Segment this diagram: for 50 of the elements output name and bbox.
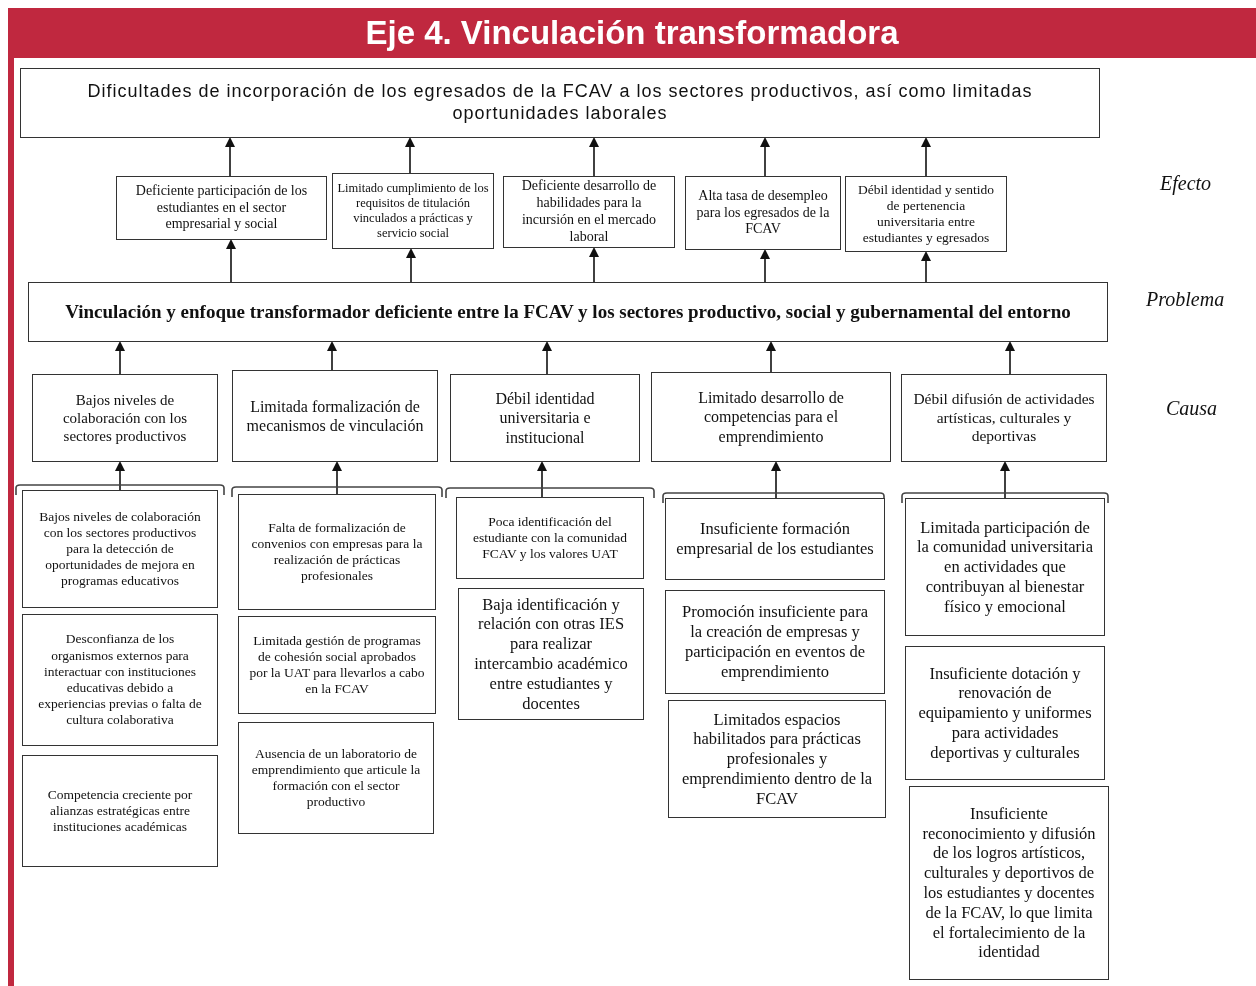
arrow (921, 251, 931, 283)
title-banner: Eje 4. Vinculación transformadora (8, 8, 1256, 58)
arrow (589, 137, 599, 177)
subcause-box: Desconfianza de los organismos externos para interactuar con instituciones educativas debido a experiencias previas o falta de cultura colaborativa (22, 614, 218, 746)
subcause-box: Competencia creciente por alianzas estratégicas entre instituciones académicas (22, 755, 218, 867)
effect-box: Deficiente desarrollo de habilidades para la incursión en el mercado laboral (503, 176, 675, 248)
arrow (115, 461, 125, 491)
subcause-box: Baja identificación y relación con otras IES para realizar intercambio académico entre estudiantes y docentes (458, 588, 644, 720)
subcause-box: Poca identificación del estudiante con la comunidad FCAV y los valores UAT (456, 497, 644, 579)
arrow (921, 137, 931, 177)
arrow (1000, 461, 1010, 499)
row-label: Problema (1146, 288, 1225, 311)
subcause-box: Falta de formalización de convenios con empresas para la realización de prácticas profesionales (238, 494, 436, 610)
arrow (115, 341, 125, 375)
arrow (405, 137, 415, 174)
arrow (537, 461, 547, 498)
effect-box: Deficiente participación de los estudiantes en el sector empresarial y social (116, 176, 327, 240)
subcause-box: Bajos niveles de colaboración con los sectores productivos para la detección de oportunidades de mejora en programas educativos (22, 490, 218, 608)
arrow (332, 461, 342, 495)
arrow (542, 341, 552, 375)
arrow (766, 341, 776, 373)
arrow (225, 137, 235, 177)
arrow (771, 461, 781, 499)
cause-box: Débil difusión de actividades artísticas, culturales y deportivas (901, 374, 1107, 462)
row-label: Efecto (1160, 172, 1212, 195)
subcause-box: Ausencia de un laboratorio de emprendimiento que articule la formación con el sector productivo (238, 722, 434, 834)
problem-box: Vinculación y enfoque transformador deficiente entre la FCAV y los sectores productivo, social y gubernamental del entorno (28, 282, 1108, 342)
cause-box: Bajos niveles de colaboración con los sectores productivos (32, 374, 218, 462)
effect-box: Dificultades de incorporación de los egresados de la FCAV a los sectores productivos, así como limitadas oportunidades laborales (20, 68, 1100, 138)
arrow (406, 248, 416, 283)
subcause-box: Insuficiente dotación y renovación de equipamiento y uniformes para actividades deportivas y culturales (905, 646, 1105, 780)
arrow (589, 247, 599, 283)
subcause-box: Promoción insuficiente para la creación de empresas y participación en eventos de emprendimiento (665, 590, 885, 694)
effect-box: Limitado cumplimiento de los requisitos de titulación vinculados a prácticas y servicio social (332, 173, 494, 249)
arrow (760, 137, 770, 177)
subcause-box: Insuficiente formación empresarial de los estudiantes (665, 498, 885, 580)
effect-box: Alta tasa de desempleo para los egresados de la FCAV (685, 176, 841, 250)
subcause-box: Limitada gestión de programas de cohesión social aprobados por la UAT para llevarlos a cabo en la FCAV (238, 616, 436, 714)
effect-box: Débil identidad y sentido de pertenencia universitaria entre estudiantes y egresados (845, 176, 1007, 252)
arrow (1005, 341, 1015, 375)
arrow (760, 249, 770, 283)
subcause-box: Insuficiente reconocimiento y difusión de los logros artísticos, culturales y deportivos de los estudiantes y docentes de la FCAV, lo que limita el fortalecimiento de la identidad (909, 786, 1109, 980)
row-label: Causa (1166, 397, 1218, 420)
arrow (327, 341, 337, 371)
subcause-box: Limitados espacios habilitados para prácticas profesionales y emprendimiento dentro de la FCAV (668, 700, 886, 818)
cause-box: Limitado desarrollo de competencias para el emprendimiento (651, 372, 891, 462)
arrow (226, 239, 236, 283)
cause-box: Débil identidad universitaria e institucional (450, 374, 640, 462)
cause-box: Limitada formalización de mecanismos de vinculación (232, 370, 438, 462)
subcause-box: Limitada participación de la comunidad universitaria en actividades que contribuyan al bienestar físico y emocional (905, 498, 1105, 636)
